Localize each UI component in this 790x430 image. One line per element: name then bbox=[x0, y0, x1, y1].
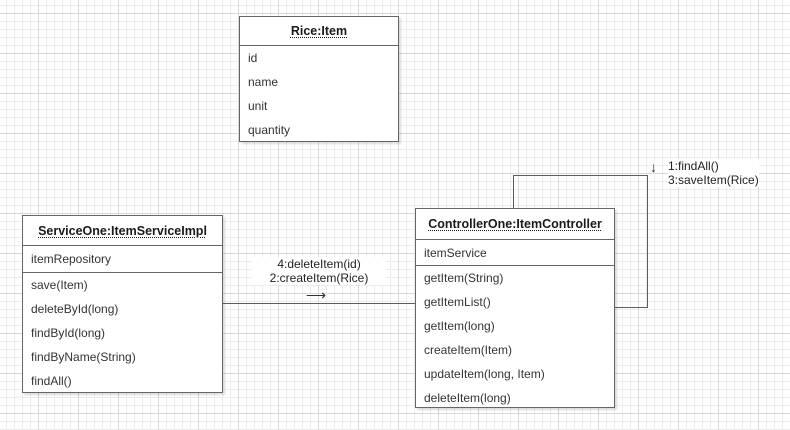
method-row: findAll() bbox=[31, 374, 72, 388]
class-title-controller-one: ControllerOne:ItemController bbox=[416, 209, 614, 240]
edge-service-to-controller[interactable] bbox=[223, 303, 415, 304]
class-box-controller-one[interactable]: ControllerOne:ItemController itemService… bbox=[415, 208, 615, 408]
method-row: save(Item) bbox=[31, 278, 88, 292]
flow-direction-down-icon: ↓ bbox=[650, 159, 657, 175]
method-row: findByName(String) bbox=[31, 350, 136, 364]
method-row: getItemList() bbox=[424, 295, 491, 309]
edge-self-loop-segment-top[interactable] bbox=[513, 175, 648, 176]
attribute-row: quantity bbox=[248, 123, 291, 137]
edge-self-loop-segment-end[interactable] bbox=[615, 307, 648, 308]
edge-self-loop-segment-start[interactable] bbox=[513, 175, 514, 208]
edge-message-label-service-controller[interactable]: 4:deleteItem(id) 2:createItem(Rice) bbox=[252, 257, 386, 285]
method-row: getItem(String) bbox=[424, 271, 504, 285]
class-box-service-one[interactable]: ServiceOne:ItemServiceImpl itemRepositor… bbox=[22, 215, 223, 393]
method-row: updateItem(long, Item) bbox=[424, 367, 545, 381]
message-line: 3:saveItem(Rice) bbox=[668, 173, 759, 187]
attribute-row: id bbox=[248, 51, 258, 65]
attribute-row: unit bbox=[248, 99, 268, 113]
attribute-row: name bbox=[248, 75, 279, 89]
method-row: getItem(long) bbox=[424, 319, 495, 333]
edge-self-loop-segment-right[interactable] bbox=[647, 175, 648, 308]
class-title-service-one: ServiceOne:ItemServiceImpl bbox=[23, 216, 222, 246]
method-row: deleteById(long) bbox=[31, 302, 119, 316]
flow-direction-right-icon: ⟶ bbox=[306, 287, 327, 303]
attribute-row: itemService bbox=[424, 245, 487, 260]
message-line: 4:deleteItem(id) bbox=[277, 257, 361, 271]
attribute-row: itemRepository bbox=[31, 252, 112, 266]
message-line: 2:createItem(Rice) bbox=[269, 271, 369, 285]
message-line: 1:findAll() bbox=[668, 159, 719, 173]
class-title-rice-item: Rice:Item bbox=[240, 17, 398, 46]
edge-message-label-self-loop[interactable]: 1:findAll() 3:saveItem(Rice) bbox=[668, 159, 759, 187]
method-row: findById(long) bbox=[31, 326, 106, 340]
class-box-rice-item[interactable]: Rice:Item id name unit quantity bbox=[239, 16, 399, 142]
method-row: deleteItem(long) bbox=[424, 391, 511, 405]
method-row: createItem(Item) bbox=[424, 343, 513, 357]
